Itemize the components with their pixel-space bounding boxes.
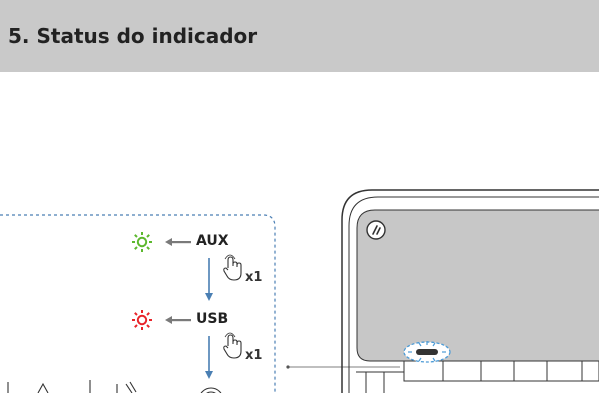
mode-label-aux: AUX [196,233,229,249]
finger-tap-icon [223,332,242,359]
partial-icons-row [7,380,222,393]
mode-label-usb: USB [196,311,229,327]
sun-led-icon [132,232,152,252]
section-header: 5. Status do indicador [0,0,599,72]
logo-icon [366,220,386,240]
tap-count-label: x1 [245,270,263,285]
leader-line [286,365,400,369]
down-arrow-icon [205,336,213,379]
speaker-device [341,189,599,393]
down-arrow-icon [205,258,213,301]
sun-led-icon [132,310,152,330]
left-arrow-icon [165,238,191,246]
indicator-led-highlight [403,341,451,363]
finger-tap-icon [223,254,242,281]
section-title: 5. Status do indicador [8,24,258,48]
tap-count-label: x1 [245,348,263,363]
dashed-panel [0,214,276,393]
left-arrow-icon [165,316,191,324]
